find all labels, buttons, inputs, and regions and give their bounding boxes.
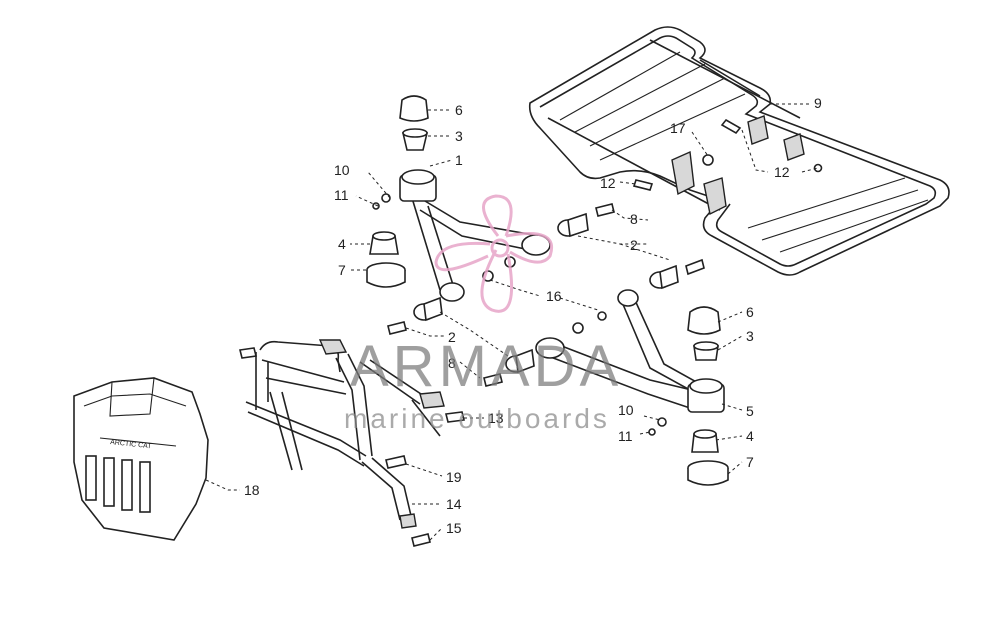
rack-bolt-small	[813, 163, 823, 173]
cargo-rack	[528, 26, 950, 276]
pivot-bushing-left	[413, 296, 443, 322]
callout-4a: 4	[338, 236, 346, 252]
frame-bolt-19	[385, 455, 407, 469]
washer-11a	[372, 202, 380, 210]
callout-3a: 3	[455, 128, 463, 144]
brush-guard: ARCTIC CAT	[73, 377, 209, 541]
bushing-4a	[369, 231, 399, 255]
pivot-bushing-lower	[505, 348, 535, 374]
pivot-bolt-8a	[595, 203, 615, 217]
callout-13: 13	[488, 410, 504, 426]
frame-bolt-15	[411, 533, 431, 547]
watermark: ARMADA marine outboards	[344, 194, 622, 434]
leader-lines	[205, 103, 819, 541]
callout-6a: 6	[455, 102, 463, 118]
bearing-7a	[366, 262, 406, 288]
dust-boot-6a	[399, 95, 429, 122]
dust-boot-6b	[687, 306, 721, 335]
watermark-brand: ARMADA	[350, 334, 622, 399]
callout-9: 9	[814, 95, 822, 111]
rack-nut-17	[702, 154, 714, 166]
guard-brand-label: ARCTIC CAT	[110, 439, 153, 450]
bushing-3b	[693, 341, 719, 361]
callout-labels: 6 3 1 10 11 4 7 8 2 16 2 8 6 3 5 10 11 4…	[244, 95, 822, 536]
lock-nuts-16	[482, 256, 607, 334]
callout-14: 14	[446, 496, 462, 512]
callout-18: 18	[244, 482, 260, 498]
bearing-7b	[687, 460, 729, 486]
lower-a-arm	[535, 289, 725, 413]
callout-7b: 7	[746, 454, 754, 470]
bushing-3a	[401, 128, 429, 151]
callout-7a: 7	[338, 262, 346, 278]
callout-19: 19	[446, 469, 462, 485]
upper-a-arm	[399, 169, 551, 302]
callout-12a: 12	[600, 175, 616, 191]
frame-bolt-left	[239, 347, 257, 359]
callout-10b: 10	[618, 402, 634, 418]
callout-10a: 10	[334, 162, 350, 178]
pivot-bolt-8d	[483, 373, 503, 387]
callout-17: 17	[670, 120, 686, 136]
pivot-bushing-upper	[557, 212, 589, 238]
callout-8b: 8	[448, 355, 456, 371]
grease-fitting-10a	[381, 193, 391, 203]
grease-fitting-10b	[657, 417, 667, 427]
rack-bolt-12b	[720, 118, 742, 135]
callout-6b: 6	[746, 304, 754, 320]
armada-logo-icon	[434, 194, 553, 313]
watermark-tagline: marine outboards	[344, 403, 610, 434]
washer-11b	[648, 428, 656, 436]
pivot-bolt-8b	[685, 258, 705, 276]
bushing-4b	[691, 429, 719, 453]
callout-12b: 12	[774, 164, 790, 180]
callout-5: 5	[746, 403, 754, 419]
callout-4b: 4	[746, 428, 754, 444]
bumper-frame	[245, 339, 445, 529]
callout-16: 16	[546, 288, 562, 304]
rack-bolt-12a	[632, 179, 654, 191]
frame-bolt-13	[445, 411, 465, 423]
callout-11a: 11	[334, 187, 349, 203]
pivot-bolt-8c	[387, 321, 407, 335]
callout-8a: 8	[630, 211, 638, 227]
callout-2a: 2	[630, 237, 638, 253]
callout-15: 15	[446, 520, 462, 536]
pivot-bushing-mid	[649, 264, 679, 290]
callout-3b: 3	[746, 328, 754, 344]
callout-2b: 2	[448, 329, 456, 345]
callout-11b: 11	[618, 428, 633, 444]
callout-1: 1	[455, 152, 463, 168]
